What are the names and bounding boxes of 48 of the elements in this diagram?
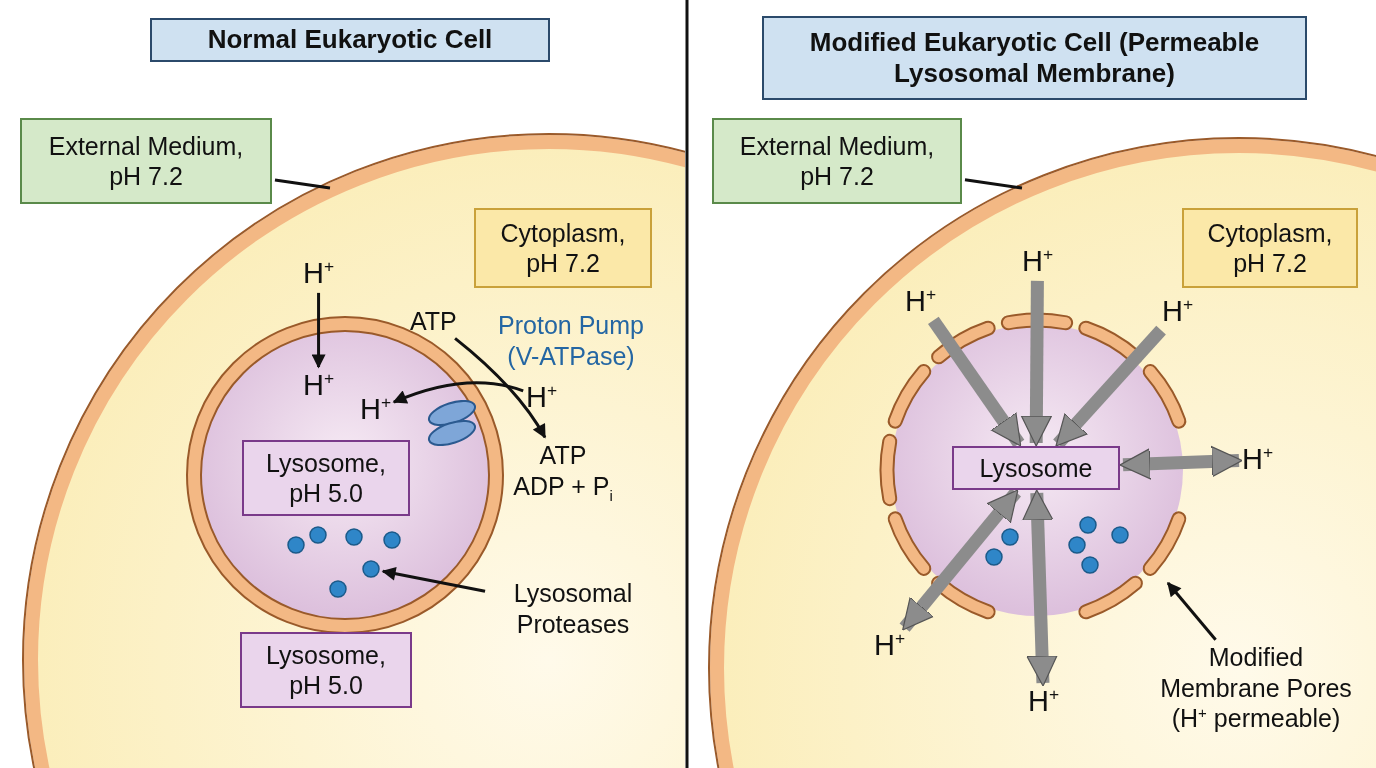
region-label: Cytoplasm, pH 7.2: [1182, 208, 1358, 288]
protease-dot: [383, 531, 401, 549]
annotation-text: Modified Membrane Pores (H$^{+}$ permeable): [1150, 642, 1362, 734]
protease-dot: [1079, 516, 1097, 534]
protease-dot: [287, 536, 305, 554]
ion-label: H$^{+}$: [1022, 246, 1054, 278]
chemical-label: ATP: [538, 440, 588, 471]
organelle-label: Lysosome, pH 5.0: [240, 632, 412, 708]
title-banner: Modified Eukaryotic Cell (Permeable Lysosomal Membrane): [762, 16, 1307, 100]
ion-label: H$^{+}$: [303, 258, 335, 290]
protease-dot: [985, 548, 1003, 566]
ion-label: H$^{+}$: [1242, 444, 1274, 476]
region-label: External Medium, pH 7.2: [20, 118, 272, 204]
protease-dot: [345, 528, 363, 546]
arrow: [311, 292, 326, 369]
pump-label: Proton Pump (V-ATPase): [497, 310, 645, 371]
protease-dot: [329, 580, 347, 598]
leader-line: [274, 178, 331, 190]
ion-label: H$^{+}$: [303, 370, 335, 402]
protease-dot: [362, 560, 380, 578]
ion-label: H$^{+}$: [905, 286, 937, 318]
region-label: External Medium, pH 7.2: [712, 118, 962, 204]
protease-dot: [1111, 526, 1129, 544]
protease-dot: [1081, 556, 1099, 574]
ion-label: H$^{+}$: [360, 394, 392, 426]
protease-dot: [1001, 528, 1019, 546]
title-banner: Normal Eukaryotic Cell: [150, 18, 550, 62]
ion-label: H$^{+}$: [526, 382, 558, 414]
double-arrow: [1022, 489, 1058, 687]
ion-label: H$^{+}$: [1162, 296, 1194, 328]
leader-line: [964, 178, 1023, 190]
organelle-label: Lysosome, pH 5.0: [242, 440, 410, 516]
chemical-label: ADP + P$_{i}$: [512, 470, 614, 501]
ion-label: H$^{+}$: [874, 630, 906, 662]
protease-dot: [309, 526, 327, 544]
arrow: [454, 337, 547, 439]
arrow: [381, 566, 486, 593]
protease-dot: [1068, 536, 1086, 554]
annotation-text: Lysosomal Proteases: [488, 578, 658, 639]
region-label: Cytoplasm, pH 7.2: [474, 208, 652, 288]
annotation-text: ATP: [410, 306, 457, 337]
arrow: [392, 381, 524, 404]
ion-label: H$^{+}$: [1028, 686, 1060, 718]
organelle-label: Lysosome: [952, 446, 1120, 490]
double-arrow: [1119, 446, 1243, 480]
double-arrow: [899, 488, 1021, 632]
arrow: [1053, 325, 1166, 449]
arrow: [1166, 581, 1217, 641]
